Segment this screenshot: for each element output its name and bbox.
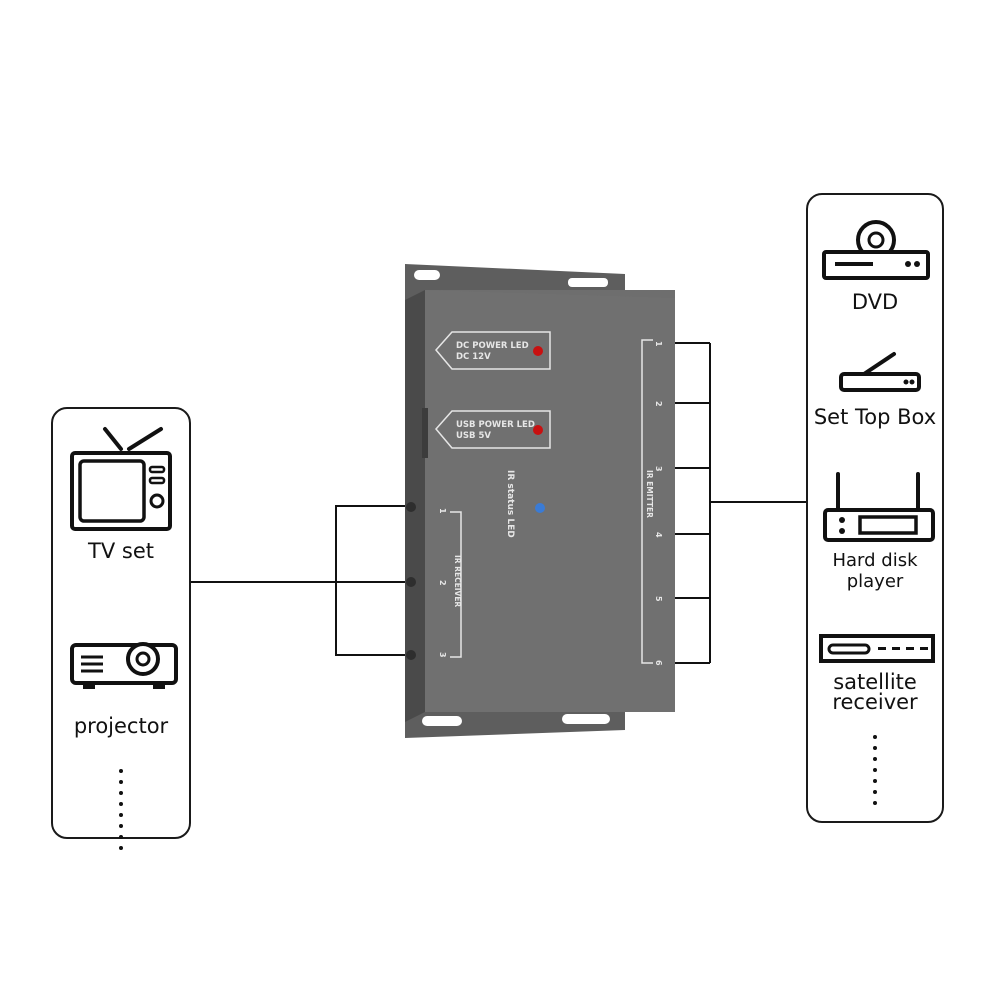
set-top-box-label: Set Top Box: [813, 405, 937, 429]
tv-icon: [70, 427, 172, 531]
projector-label: projector: [73, 714, 169, 738]
set-top-box-icon: [839, 352, 921, 392]
receiver-port-3: 3: [438, 652, 447, 658]
more-items-indicator: [872, 735, 878, 812]
projector-icon: [70, 642, 178, 689]
router-icon: [823, 472, 935, 542]
ir-repeater-device: DC POWER LED DC 12V USB POWER LED USB 5V…: [405, 264, 675, 738]
usb-power-led: [533, 425, 543, 435]
emitter-port-4: 4: [654, 532, 663, 538]
emitter-port-5: 5: [654, 596, 663, 602]
usb-led-text-1: USB POWER LED: [456, 420, 535, 430]
satellite-receiver-label-line1: satellite: [833, 670, 917, 694]
ir-emitter-text: IR EMITTER: [645, 470, 654, 518]
dc-power-led: [533, 346, 543, 356]
satellite-receiver-icon: [819, 634, 935, 663]
ir-receiver-text: IR RECEIVER: [453, 555, 462, 607]
emitter-port-2: 2: [654, 401, 663, 407]
dvd-label: DVD: [851, 290, 899, 314]
satellite-receiver-label-line2: receiver: [832, 690, 918, 714]
usb-led-text-2: USB 5V: [456, 431, 491, 441]
receiver-connectors: [191, 505, 405, 656]
emitter-port-6: 6: [654, 660, 663, 666]
receiver-port-1: 1: [438, 508, 447, 514]
satellite-receiver-label: satellite receiver: [808, 670, 942, 714]
more-items-indicator: [118, 769, 124, 857]
tv-set-label: TV set: [88, 539, 154, 563]
emitter-port-1: 1: [654, 341, 663, 347]
hard-disk-player-label: Hard disk player: [832, 550, 918, 592]
ir-status-led: [535, 503, 545, 513]
ir-status-text: IR status LED: [505, 470, 515, 538]
source-devices-panel: DVD Set Top Box Hard disk player satelli…: [806, 193, 944, 823]
emitter-connectors: [672, 342, 806, 664]
dc-led-text-2: DC 12V: [456, 352, 491, 362]
dvd-player-icon: [822, 220, 930, 280]
emitter-port-3: 3: [654, 466, 663, 472]
receiver-port-2: 2: [438, 580, 447, 586]
dc-led-text-1: DC POWER LED: [456, 341, 529, 351]
output-devices-panel: TV set projector: [51, 407, 191, 850]
